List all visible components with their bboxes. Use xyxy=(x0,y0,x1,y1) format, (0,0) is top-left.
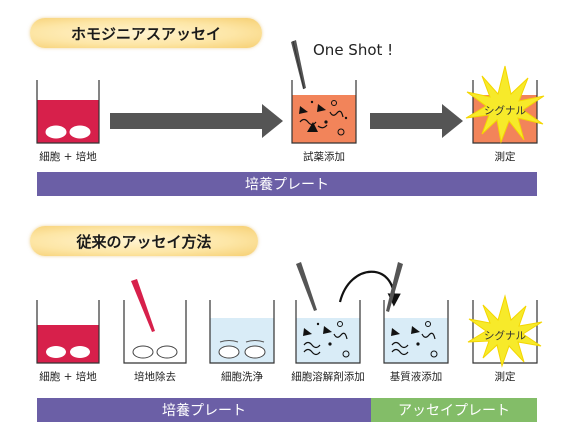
pipette-icon xyxy=(296,262,317,311)
well-measurement-2 xyxy=(467,294,543,368)
transfer-arrow xyxy=(338,270,401,307)
homogeneous-assay-title: ホモジニアスアッセイ xyxy=(30,18,262,48)
signal-label: シグナル xyxy=(484,105,526,117)
well-media-removal xyxy=(123,279,187,364)
well-reagent-added xyxy=(291,80,357,144)
cell-icon xyxy=(69,125,91,139)
culture-plate-bar: 培養プレート xyxy=(37,172,537,196)
cell-icon xyxy=(244,345,266,359)
well-measurement-1 xyxy=(465,65,545,144)
step-label: 測定 xyxy=(494,371,516,383)
step-label: 細胞 + 培地 xyxy=(39,371,97,383)
conventional-assay-title: 従来のアッセイ方法 xyxy=(30,226,258,256)
step-label: 細胞 + 培地 xyxy=(39,151,97,163)
step-label: 測定 xyxy=(494,151,516,163)
well-cell-wash xyxy=(209,300,275,364)
cell-icon xyxy=(45,125,67,139)
well-substrate-added xyxy=(383,300,449,364)
well-lysis-agent-added xyxy=(295,300,361,364)
assay-plate-bar: アッセイプレート xyxy=(371,398,537,422)
cell-icon xyxy=(156,345,178,359)
pipette-icon xyxy=(291,40,306,90)
process-arrow xyxy=(110,104,283,138)
signal-burst-icon xyxy=(465,65,545,144)
process-arrow xyxy=(370,104,463,138)
well-cells-media-1 xyxy=(36,80,100,144)
signal-label: シグナル xyxy=(484,330,526,342)
step-label: 試薬添加 xyxy=(303,151,345,163)
aspirator-icon xyxy=(131,279,155,332)
culture-plate-bar: 培養プレート xyxy=(37,398,371,422)
one-shot-label: One Shot ! xyxy=(313,41,394,59)
cell-icon xyxy=(132,345,154,359)
step-label: 細胞洗浄 xyxy=(221,371,263,383)
signal-burst-icon xyxy=(467,294,543,368)
pipette-icon xyxy=(386,262,403,312)
cell-icon xyxy=(46,346,66,358)
step-label: 培地除去 xyxy=(134,371,176,383)
cell-icon xyxy=(218,345,240,359)
cell-icon xyxy=(70,346,90,358)
step-label: 細胞溶解剤添加 xyxy=(291,371,365,383)
step-label: 基質液添加 xyxy=(389,371,443,383)
well-cells-media-2 xyxy=(36,300,100,364)
